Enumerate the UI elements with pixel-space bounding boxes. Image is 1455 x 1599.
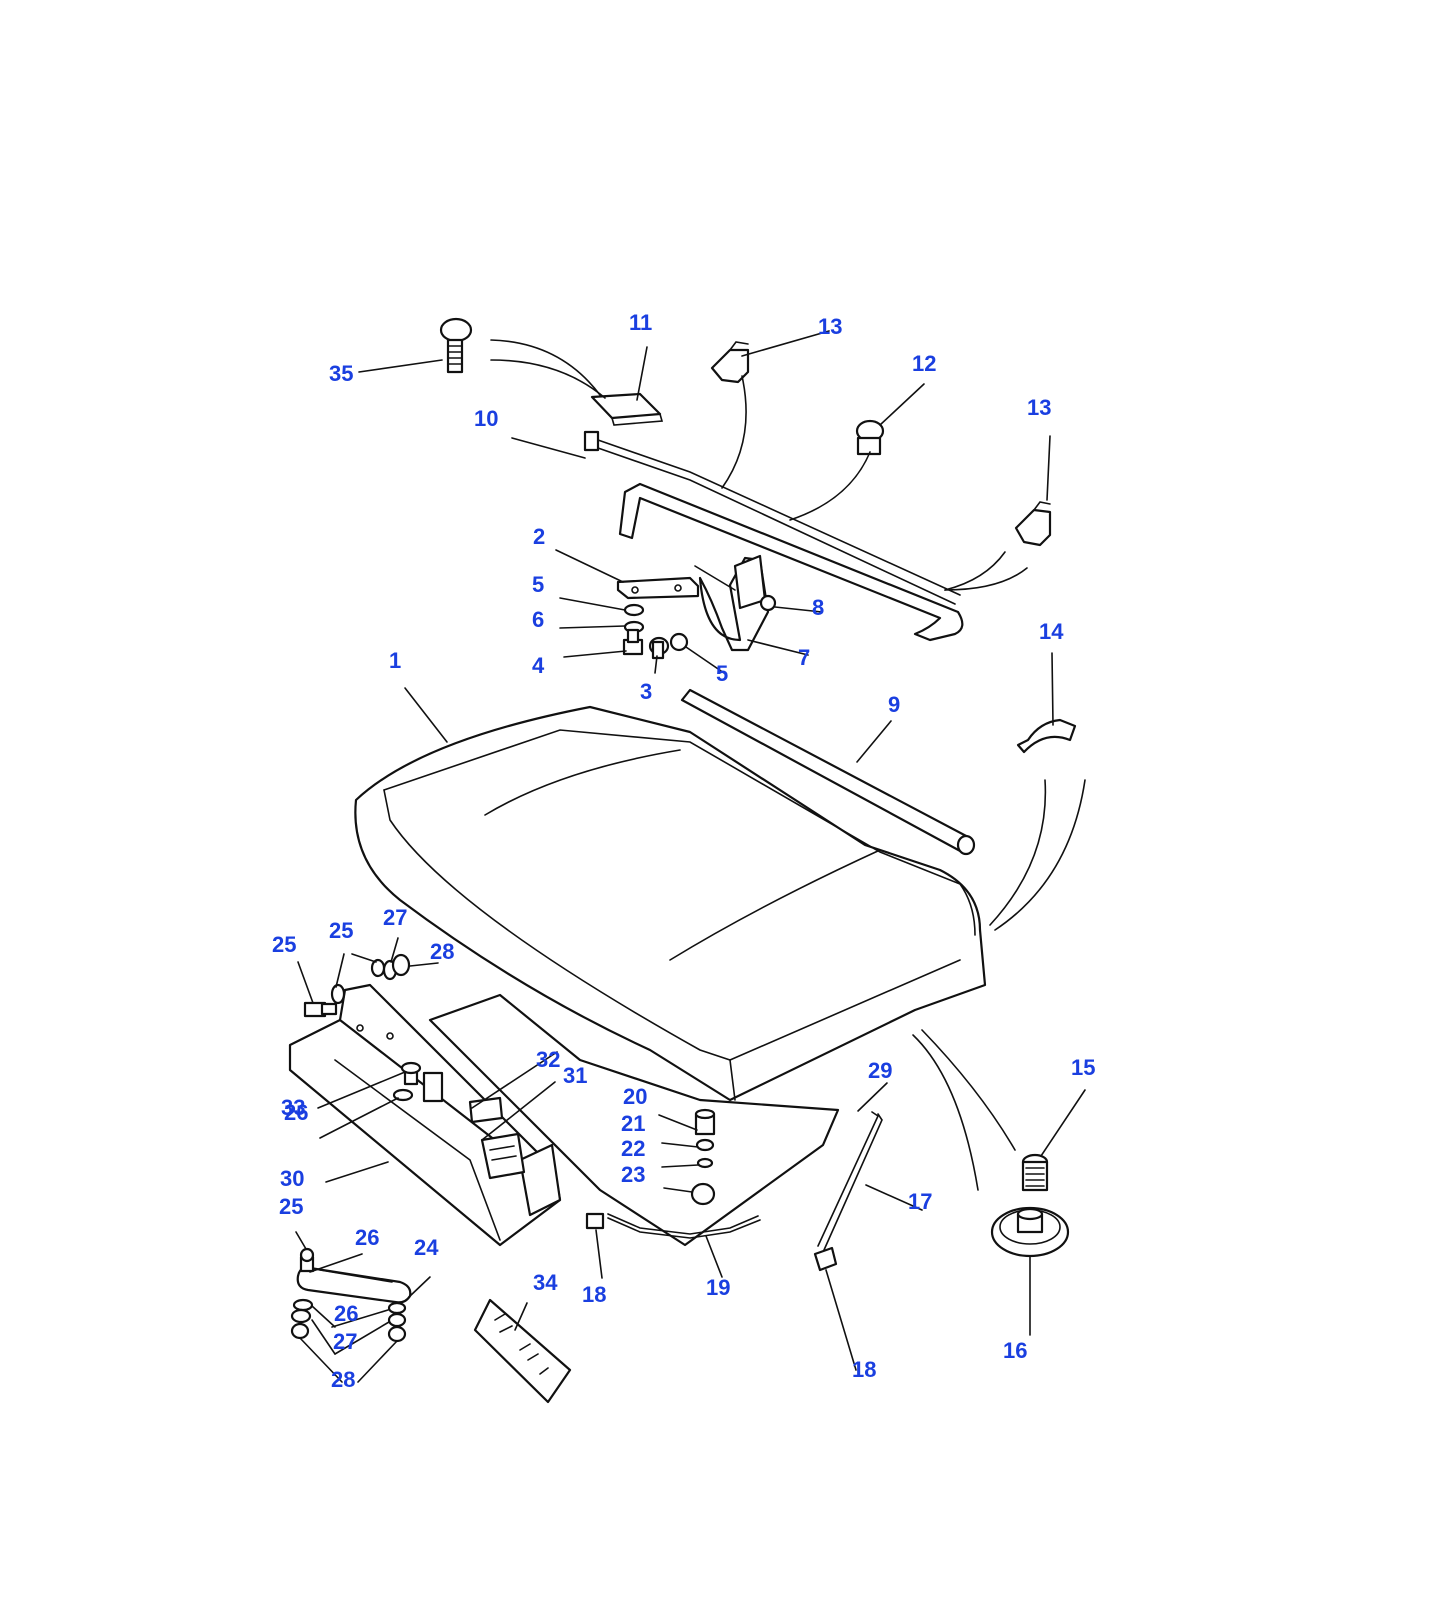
callout-21: 21 — [621, 1111, 645, 1136]
part-3-bolt — [648, 636, 670, 660]
part-1-lid — [354, 705, 987, 1102]
part-22-spacer — [696, 1157, 714, 1169]
part-33-bolt — [400, 1061, 422, 1086]
callout-9: 9 — [888, 692, 900, 717]
part-25-washer-upper — [330, 983, 346, 1005]
callout-15: 15 — [1071, 1055, 1095, 1080]
part-30-latch-plate — [288, 983, 562, 1247]
callout-25-mid: 25 — [329, 918, 353, 943]
callout-17: 17 — [908, 1189, 932, 1214]
part-27-washer-lower-right — [387, 1312, 407, 1328]
callout-19: 19 — [706, 1275, 730, 1300]
part-4-bolt — [622, 628, 644, 656]
part-10-rod — [583, 430, 964, 642]
callout-13-left: 13 — [818, 314, 842, 339]
callout-35: 35 — [329, 361, 353, 386]
part-20-grommet — [694, 1108, 716, 1136]
part-13-clip-right — [1014, 501, 1052, 547]
callout-18-right: 18 — [852, 1357, 876, 1382]
part-5-washer-lower — [669, 632, 689, 652]
callout-28-lower: 28 — [331, 1367, 355, 1392]
part-7-hinge-bracket — [694, 554, 770, 652]
callout-labels: 1 2 3 4 5 5 6 7 8 9 10 11 12 13 13 14 15… — [272, 310, 1095, 1392]
part-12-clamp — [855, 419, 885, 456]
callout-26-arm: 26 — [355, 1225, 379, 1250]
callout-25-lower: 25 — [279, 1194, 303, 1219]
part-14-clip — [1016, 718, 1077, 754]
callout-32: 32 — [536, 1047, 560, 1072]
part-24-link-arm — [296, 1266, 412, 1304]
callout-2: 2 — [533, 524, 545, 549]
callout-5-lower: 5 — [716, 661, 728, 686]
callout-27-lower: 27 — [333, 1329, 357, 1354]
part-29-inner-panel — [428, 993, 840, 1247]
part-25-washer-upper-2 — [370, 958, 386, 978]
leader-lines — [295, 330, 1086, 1383]
part-25-bolt-upper — [303, 1001, 338, 1018]
part-18-clip-right — [813, 1246, 838, 1272]
part-28-nut-upper — [391, 953, 411, 977]
part-23-bumper — [690, 1182, 716, 1206]
callout-4: 4 — [532, 653, 545, 678]
part-25-bolt-lower — [299, 1247, 315, 1273]
part-15-cylinder — [1021, 1153, 1049, 1192]
part-34-label — [473, 1298, 572, 1404]
callout-28-upper: 28 — [430, 939, 454, 964]
part-21-washer — [695, 1138, 715, 1152]
callout-14: 14 — [1039, 619, 1064, 644]
callout-7: 7 — [798, 645, 810, 670]
callout-26-lower: 26 — [334, 1301, 358, 1326]
callout-8: 8 — [812, 595, 824, 620]
part-28-nut-lower-right — [387, 1325, 407, 1343]
part-2-hinge-arm — [616, 576, 700, 600]
callout-22: 22 — [621, 1136, 645, 1161]
callout-1: 1 — [389, 648, 401, 673]
callout-26-plate: 26 — [284, 1100, 308, 1125]
part-18-clip-left — [585, 1212, 605, 1230]
callout-24: 24 — [414, 1235, 439, 1260]
part-9-seal-strip — [680, 688, 976, 856]
part-13-clip-left — [710, 341, 750, 384]
part-26-washer-lower-left — [292, 1298, 314, 1312]
callout-13-right: 13 — [1027, 395, 1051, 420]
callout-18-left: 18 — [582, 1282, 606, 1307]
part-26-washer-lower-right — [387, 1301, 407, 1315]
part-35-bolt — [439, 317, 473, 374]
callout-23: 23 — [621, 1162, 645, 1187]
callout-5-upper: 5 — [532, 572, 544, 597]
callout-31: 31 — [563, 1063, 587, 1088]
callout-25-left: 25 — [272, 932, 296, 957]
callout-30: 30 — [280, 1166, 304, 1191]
callout-6: 6 — [532, 607, 544, 632]
callout-10: 10 — [474, 406, 498, 431]
part-8-nut — [759, 594, 777, 612]
part-16-base-plate — [990, 1206, 1070, 1258]
callout-27-upper: 27 — [383, 905, 407, 930]
callout-34: 34 — [533, 1270, 558, 1295]
part-28-nut-lower-left — [290, 1322, 310, 1340]
callout-3: 3 — [640, 679, 652, 704]
callout-11: 11 — [629, 310, 652, 335]
callout-33: 33 — [281, 1095, 305, 1120]
part-19-release-rod — [607, 1213, 761, 1239]
callout-16: 16 — [1003, 1338, 1027, 1363]
callout-20: 20 — [623, 1084, 647, 1109]
part-11-bracket — [590, 392, 664, 426]
callout-29: 29 — [868, 1058, 892, 1083]
part-5-washer-upper — [623, 603, 645, 617]
part-17-prop-rod — [817, 1111, 883, 1251]
part-27-washer-lower-left — [290, 1308, 312, 1324]
callout-12: 12 — [912, 351, 936, 376]
